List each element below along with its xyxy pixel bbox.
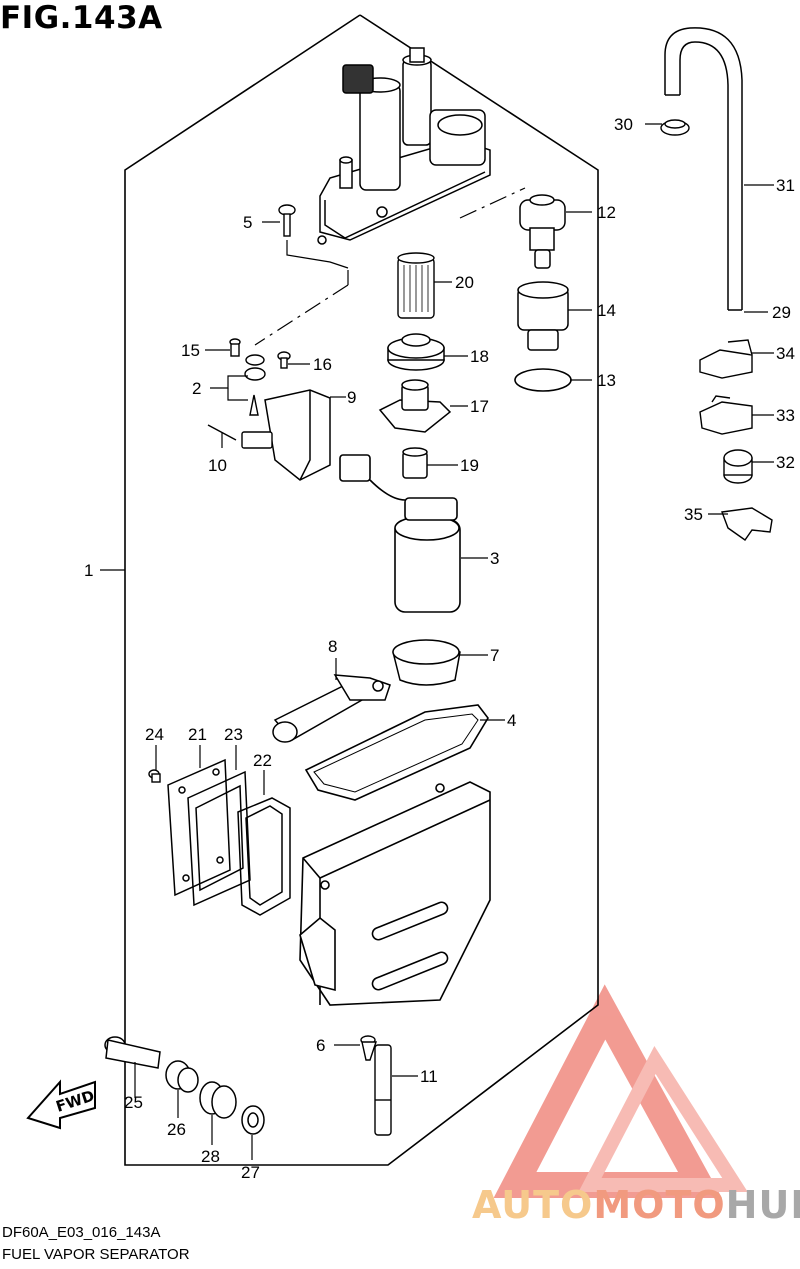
callout-35: 35 (684, 505, 703, 524)
callout-labels: 1 2 3 4 5 6 7 8 9 10 11 12 13 14 15 16 1… (84, 115, 795, 1182)
bolt-25-part (104, 1036, 161, 1069)
grommet-32-part (723, 449, 753, 484)
screw-5-part (278, 204, 296, 237)
figure-name: FUEL VAPOR SEPARATOR (2, 1246, 190, 1263)
filter-20-part (397, 252, 435, 319)
screw-16-part (277, 351, 291, 369)
watermark-auto: AUTO (472, 1183, 594, 1227)
screw-15-part (229, 338, 241, 357)
watermark-moto: MOTO (593, 1183, 726, 1227)
callout-14: 14 (597, 301, 616, 320)
callout-19: 19 (460, 456, 479, 475)
screw-24-part (148, 769, 161, 783)
callout-11: 11 (420, 1067, 438, 1086)
fwd-arrow-icon: FWD (26, 1079, 97, 1130)
leader-lines (100, 123, 774, 1160)
callout-6: 6 (316, 1036, 325, 1055)
callout-4: 4 (507, 711, 516, 730)
holder-17-part (378, 379, 452, 433)
callout-34: 34 (776, 344, 795, 363)
collar-26-part (165, 1060, 199, 1093)
float-chamber-part (299, 781, 491, 1006)
callout-5: 5 (243, 213, 252, 232)
filter-8-part (272, 674, 391, 743)
cover-9-part (264, 389, 331, 481)
figure-title: FIG.143A (0, 0, 163, 36)
callout-16: 16 (313, 355, 332, 374)
callout-18: 18 (470, 347, 489, 366)
washer-27-part (241, 1105, 265, 1135)
regulator-12-part (519, 194, 566, 269)
callout-21: 21 (188, 725, 207, 744)
assembly-boundary (124, 14, 599, 1166)
separator-cover-part (317, 47, 491, 245)
callout-3: 3 (490, 549, 499, 568)
callout-27: 27 (241, 1163, 260, 1182)
fuel-pump-3-part (339, 454, 461, 613)
cup-7-part (392, 639, 461, 686)
clamp-30-part (660, 119, 690, 136)
callout-13: 13 (597, 371, 616, 390)
figure-code: DF60A_E03_016_143A (2, 1224, 161, 1241)
clip-34-part (699, 339, 753, 379)
callout-28: 28 (201, 1147, 220, 1166)
gasket-23-part (187, 770, 251, 907)
bushing-19-part (402, 447, 428, 479)
callout-26: 26 (167, 1120, 186, 1139)
callout-23: 23 (224, 725, 243, 744)
callout-30: 30 (614, 115, 633, 134)
o-ring-13-part (514, 368, 572, 392)
hose-11-part (374, 1044, 392, 1136)
callout-33: 33 (776, 406, 795, 425)
clip-33-part (699, 395, 753, 435)
hose-31-part (664, 27, 743, 311)
watermark-brand: AUTOMOTOHUB (472, 1183, 800, 1227)
callout-17: 17 (470, 397, 489, 416)
callout-32: 32 (776, 453, 795, 472)
clip-35-part (721, 507, 773, 541)
cap-14-part (517, 281, 569, 351)
callout-7: 7 (490, 646, 499, 665)
callout-24: 24 (145, 725, 164, 744)
seal-18-part (387, 333, 445, 371)
screw-6-part (360, 1035, 377, 1061)
grommet-2-part (244, 354, 266, 416)
callout-31: 31 (776, 176, 795, 195)
callout-8: 8 (328, 637, 337, 656)
callout-25: 25 (124, 1093, 143, 1112)
sensor-10-part (207, 424, 273, 449)
callout-20: 20 (455, 273, 474, 292)
gasket-22-part (237, 797, 291, 916)
watermark-hub: HUB (725, 1183, 800, 1227)
plate-21-part (167, 758, 231, 897)
callout-10: 10 (208, 456, 227, 475)
grommet-28-part (199, 1081, 237, 1119)
callout-22: 22 (253, 751, 272, 770)
callout-9: 9 (347, 388, 356, 407)
callout-2: 2 (192, 379, 201, 398)
gasket-4-part (304, 704, 489, 801)
callout-29: 29 (772, 303, 791, 322)
watermark-logo-icon (493, 984, 748, 1198)
callout-15: 15 (181, 341, 200, 360)
callout-12: 12 (597, 203, 616, 222)
callout-1: 1 (84, 561, 93, 580)
